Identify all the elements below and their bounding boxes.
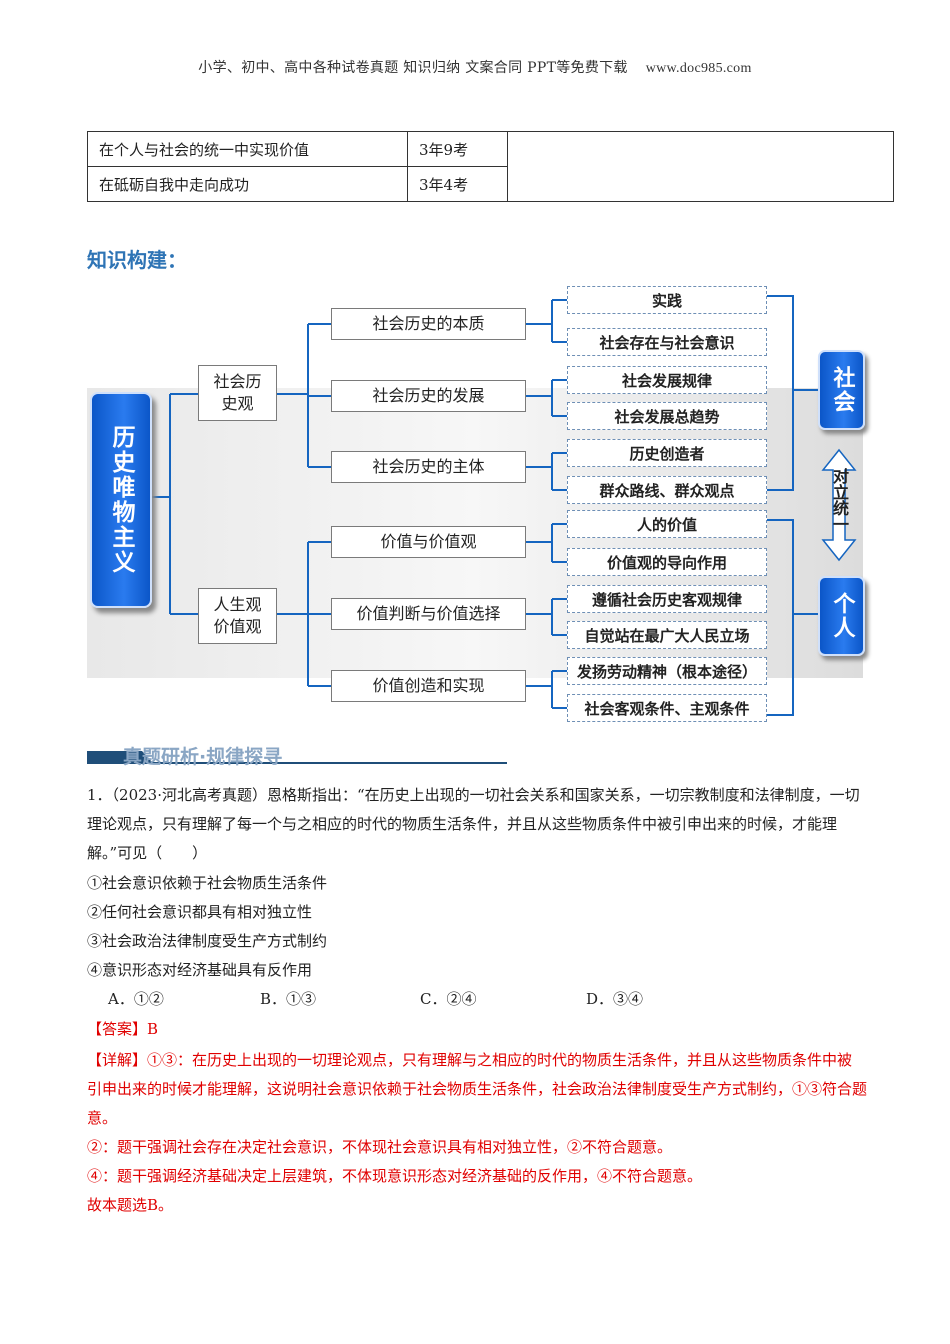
question-item: ②任何社会意识都具有相对独立性 (87, 903, 313, 921)
branch-line: 人生观 (213, 595, 262, 614)
sub-node: 价值与价值观 (331, 526, 526, 558)
page-header: 小学、初中、高中各种试卷真题 知识归纳 文案合同 PPT等免费下载 www.doc… (0, 57, 950, 77)
option-b[interactable]: B．①③ (260, 990, 317, 1008)
answer-label: 【答案】 (87, 1020, 148, 1038)
branch-social-history: 社会历史观 (198, 365, 277, 421)
branch-line: 史观 (221, 394, 254, 413)
section-title: 真题研析·规律探寻 (123, 746, 283, 768)
analysis-label: 【详解】 (87, 1051, 148, 1069)
analysis-line: ②：题干强调社会存在决定社会意识，不体现社会意识具有相对独立性，②不符合题意。 (87, 1138, 673, 1156)
section-underline (87, 762, 507, 764)
branch-life-values: 人生观价值观 (198, 588, 277, 644)
leaf-node: 社会发展总趋势 (567, 402, 767, 430)
question-item: ①社会意识依赖于社会物质生活条件 (87, 874, 328, 892)
analysis-line: 故本题选B。 (87, 1196, 174, 1214)
knowledge-title: 知识构建： (87, 248, 187, 272)
root-node: 历史唯物主义 (90, 392, 152, 608)
leaf-node: 历史创造者 (567, 439, 767, 467)
analysis-line: ④：题干强调经济基础决定上层建筑，不体现意识形态对经济基础的反作用，④不符合题意… (87, 1167, 703, 1185)
leaf-node: 群众路线、群众观点 (567, 476, 767, 504)
leaf-node: 实践 (567, 286, 767, 314)
option-d[interactable]: D．③④ (586, 990, 644, 1008)
branch-line: 社会历 (213, 372, 262, 391)
society-badge: 社会 (818, 350, 865, 430)
section-heading: 真题研析·规律探寻 (87, 743, 507, 771)
branch-lines (148, 295, 818, 716)
unity-label: 对立统一 (830, 468, 849, 532)
table-row: 在砥砺自我中走向成功 3年4考 (87, 166, 894, 202)
leaf-node: 遵循社会历史客观规律 (567, 585, 767, 613)
table-cell-topic: 在个人与社会的统一中实现价值 (87, 131, 408, 167)
sub-node: 社会历史的本质 (331, 308, 526, 340)
header-url[interactable]: www.doc985.com (645, 61, 752, 76)
leaf-node: 人的价值 (567, 510, 767, 538)
leaf-node: 社会存在与社会意识 (567, 328, 767, 356)
question-item: ④意识形态对经济基础具有反作用 (87, 961, 313, 979)
question-options: A．①② B．①③ C．②④ D．③④ (108, 985, 888, 1014)
individual-badge: 个人 (818, 576, 865, 656)
sub-node: 社会历史的发展 (331, 380, 526, 412)
table-cell-note (507, 131, 894, 202)
question-item: ③社会政治法律制度受生产方式制约 (87, 932, 328, 950)
table-cell-topic: 在砥砺自我中走向成功 (87, 166, 408, 202)
section-bar-tip (142, 751, 152, 762)
answer-value: B (147, 1020, 159, 1038)
analysis-paragraph: 【详解】①③：在历史上出现的一切理论观点，只有理解与之相应的时代的物质生活条件，… (87, 1046, 867, 1133)
leaf-node: 发扬劳动精神（根本途径） (567, 657, 767, 685)
question-stem: 1．（2023·河北高考真题）恩格斯指出：“在历史上出现的一切社会关系和国家关系… (87, 786, 860, 862)
leaf-node: 自觉站在最广大人民立场 (567, 621, 767, 649)
analysis-text: ①③：在历史上出现的一切理论观点，只有理解与之相应的时代的物质生活条件，并且从这… (87, 1051, 868, 1127)
sub-node: 社会历史的主体 (331, 451, 526, 483)
sub-node: 价值判断与价值选择 (331, 598, 526, 630)
option-a[interactable]: A．①② (108, 990, 164, 1008)
branch-line: 价值观 (213, 617, 262, 636)
leaf-node: 价值观的导向作用 (567, 548, 767, 576)
answer-line: 【答案】B (87, 1015, 867, 1044)
unity-of-opposites: 对立统一 (822, 460, 856, 556)
section-bar (87, 751, 142, 762)
table-cell-frequency: 3年4考 (407, 166, 508, 202)
option-c[interactable]: C．②④ (420, 990, 477, 1008)
leaf-node: 社会客观条件、主观条件 (567, 694, 767, 722)
table-row: 在个人与社会的统一中实现价值 3年9考 (87, 131, 894, 202)
sub-node: 价值创造和实现 (331, 670, 526, 702)
leaf-node: 社会发展规律 (567, 366, 767, 394)
header-text: 小学、初中、高中各种试卷真题 知识归纳 文案合同 PPT等免费下载 (198, 60, 628, 76)
exam-frequency-table: 在个人与社会的统一中实现价值 3年9考 在砥砺自我中走向成功 3年4考 (87, 131, 894, 202)
double-arrow (821, 448, 857, 562)
